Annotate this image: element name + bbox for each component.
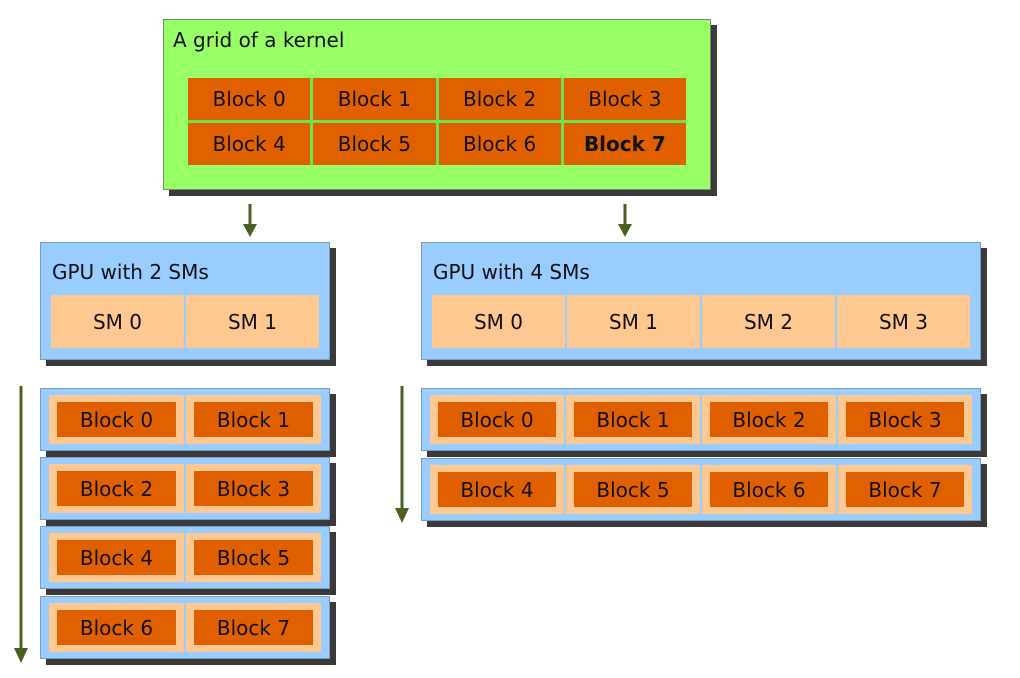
scheduled-block: Block 3 <box>194 471 313 506</box>
scheduled-block: Block 4 <box>57 540 176 575</box>
kernel-grid-title: A grid of a kernel <box>173 28 345 52</box>
scheduled-block: Block 3 <box>846 402 964 437</box>
kernel-block: Block 3 <box>563 78 686 120</box>
schedule-row: Block 4 Block 5 Block 6 Block 7 <box>421 458 981 521</box>
kernel-block: Block 2 <box>438 78 561 120</box>
sm-row: SM 0 SM 1 <box>51 295 319 348</box>
scheduled-block: Block 2 <box>710 402 828 437</box>
sm-cell: SM 2 <box>702 295 835 348</box>
sm-cell: SM 0 <box>432 295 565 348</box>
sm-cell: SM 3 <box>837 295 970 348</box>
gpu-4sm-box: GPU with 4 SMs SM 0 SM 1 SM 2 SM 3 <box>421 242 981 360</box>
scheduled-block: Block 2 <box>57 471 176 506</box>
kernel-block: Block 6 <box>438 123 561 165</box>
schedule-row: Block 6 Block 7 <box>40 596 330 659</box>
kernel-block: Block 4 <box>188 123 311 165</box>
scheduled-block: Block 0 <box>57 402 176 437</box>
scheduled-block: Block 7 <box>194 610 313 645</box>
scheduled-block: Block 1 <box>194 402 313 437</box>
gpu-4sm-title: GPU with 4 SMs <box>433 260 590 284</box>
schedule-row: Block 2 Block 3 <box>40 457 330 520</box>
schedule-row: Block 4 Block 5 <box>40 526 330 589</box>
sm-row: SM 0 SM 1 SM 2 SM 3 <box>432 295 970 348</box>
schedule-row: Block 0 Block 1 <box>40 388 330 451</box>
arrow-down-icon <box>243 204 257 237</box>
scheduled-block: Block 6 <box>57 610 176 645</box>
arrow-down-icon <box>618 204 632 237</box>
sm-cell: SM 1 <box>186 295 319 348</box>
kernel-block: Block 1 <box>313 78 436 120</box>
time-arrow-icon <box>395 386 409 523</box>
sm-cell: SM 1 <box>567 295 700 348</box>
gpu-2sm-box: GPU with 2 SMs SM 0 SM 1 <box>40 242 330 360</box>
schedule-row: Block 0 Block 1 Block 2 Block 3 <box>421 388 981 451</box>
kernel-block-table: Block 0 Block 1 Block 2 Block 3 Block 4 … <box>188 78 686 165</box>
scheduled-block: Block 6 <box>710 472 828 507</box>
time-arrow-icon <box>14 386 28 663</box>
kernel-block-highlighted: Block 7 <box>563 123 686 165</box>
scheduled-block: Block 7 <box>846 472 964 507</box>
sm-cell: SM 0 <box>51 295 184 348</box>
kernel-block: Block 5 <box>313 123 436 165</box>
kernel-grid-box: A grid of a kernel Block 0 Block 1 Block… <box>163 19 711 190</box>
gpu-2sm-title: GPU with 2 SMs <box>52 260 209 284</box>
scheduled-block: Block 5 <box>574 472 692 507</box>
kernel-block: Block 0 <box>188 78 311 120</box>
scheduled-block: Block 4 <box>438 472 556 507</box>
scheduled-block: Block 1 <box>574 402 692 437</box>
scheduled-block: Block 0 <box>438 402 556 437</box>
scheduled-block: Block 5 <box>194 540 313 575</box>
